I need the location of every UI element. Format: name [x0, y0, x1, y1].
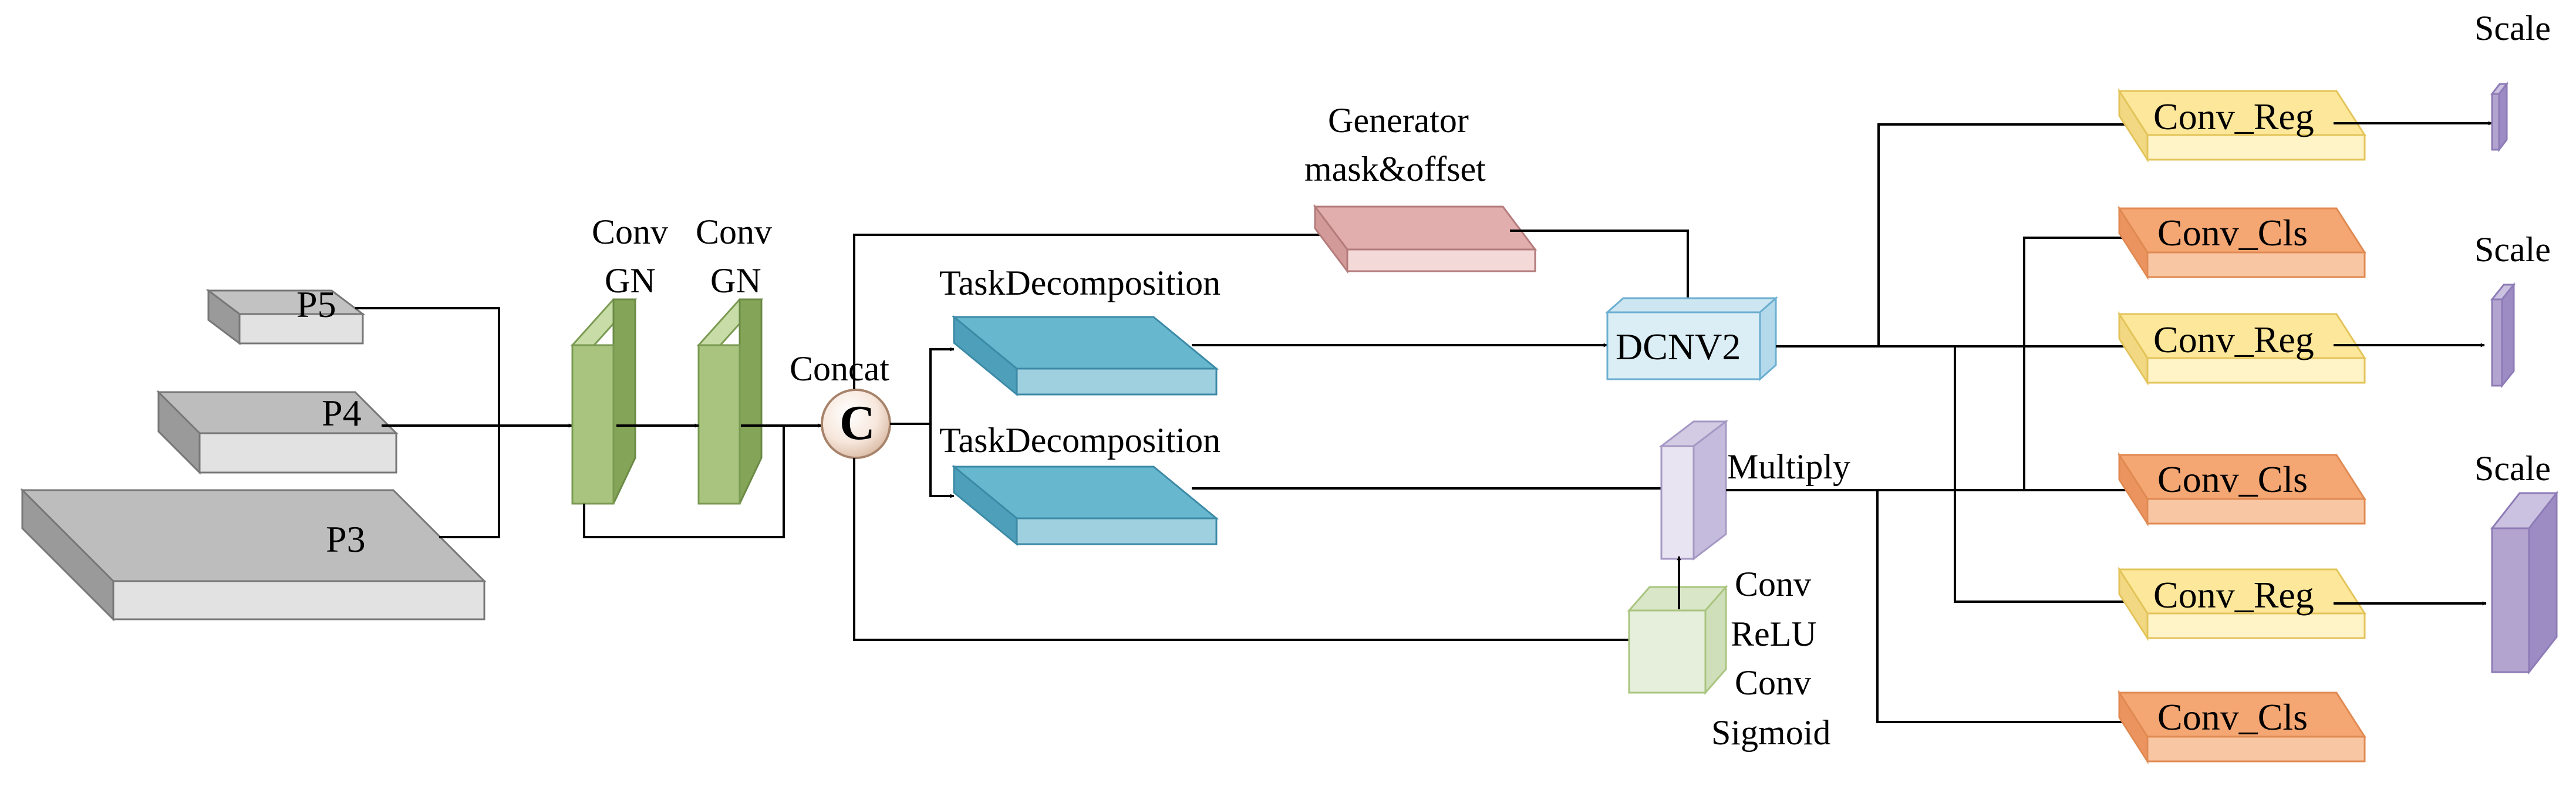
conv-reg-3-label: Conv_Reg	[2153, 574, 2314, 616]
concat-symbol: C	[839, 396, 875, 450]
conv-cls-3-label: Conv_Cls	[2157, 696, 2308, 738]
conv-gn-1-line1: Conv	[592, 212, 668, 251]
concat-node: Concat C	[790, 349, 891, 459]
conv-gn-1-line2: GN	[605, 261, 656, 300]
attention-line4: Sigmoid	[1711, 713, 1830, 752]
multiply-branch-edges	[1726, 235, 2136, 724]
conv-gn-2-line2: GN	[710, 261, 761, 300]
generator-line1: Generator	[1328, 101, 1469, 140]
input-merge-edges	[355, 307, 573, 538]
conv-cls-3: Conv_Cls	[2118, 689, 2366, 765]
generator-block: Generator mask&offset	[1304, 101, 1537, 274]
attention-line1: Conv	[1735, 565, 1811, 603]
scale-1-label: Scale	[2474, 9, 2551, 48]
scale-edges	[2334, 121, 2493, 606]
conv-gn-edges	[583, 423, 822, 538]
multiply-label: Multiply	[1727, 447, 1850, 486]
conv-cls-2: Conv_Cls	[2118, 451, 2366, 527]
conv-reg-1: Conv_Reg	[2118, 87, 2366, 163]
conv-reg-2: Conv_Reg	[2118, 311, 2366, 386]
attention-block: Conv ReLU Conv Sigmoid	[1627, 565, 1830, 752]
conv-cls-1: Conv_Cls	[2118, 205, 2366, 281]
generator-line2: mask&offset	[1304, 150, 1486, 188]
task-decomposition-edges	[1192, 343, 1667, 491]
scale-2: Scale	[2474, 230, 2551, 389]
conv-gn-block-1: Conv GN	[570, 212, 668, 505]
attention-line3: Conv	[1735, 663, 1811, 702]
p4-label: P4	[322, 392, 362, 434]
p5-label: P5	[296, 284, 336, 325]
task-decomposition-1-label: TaskDecomposition	[939, 264, 1220, 302]
scale-3-label: Scale	[2474, 449, 2551, 488]
scale-3: Scale	[2474, 449, 2559, 675]
generator-edges	[1510, 230, 1690, 311]
conv-reg-3: Conv_Reg	[2118, 566, 2366, 642]
task-decomposition-2-label: TaskDecomposition	[939, 421, 1220, 460]
task-decomposition-2: TaskDecomposition	[939, 421, 1220, 547]
concat-label: Concat	[790, 349, 889, 388]
p3-label: P3	[326, 518, 366, 560]
conv-gn-block-2: Conv GN	[696, 212, 772, 505]
scale-2-label: Scale	[2474, 230, 2551, 269]
conv-reg-1-label: Conv_Reg	[2153, 96, 2314, 137]
input-p4: P4	[156, 390, 399, 475]
input-p3: P3	[20, 488, 487, 622]
dcnv2-branch-edges	[1776, 122, 2136, 604]
dcnv2-label: DCNV2	[1616, 326, 1741, 367]
attention-line2: ReLU	[1731, 615, 1817, 653]
conv-gn-2-line1: Conv	[696, 212, 772, 251]
conv-reg-2-label: Conv_Reg	[2153, 319, 2314, 360]
conv-cls-2-label: Conv_Cls	[2157, 458, 2308, 500]
task-decomposition-1: TaskDecomposition	[939, 264, 1220, 397]
multiply-block: Multiply	[1658, 419, 1850, 561]
scale-1: Scale	[2474, 9, 2551, 153]
conv-cls-1-label: Conv_Cls	[2157, 212, 2308, 254]
concat-edges	[853, 232, 1633, 642]
input-p5: P5	[205, 284, 366, 346]
dcnv2-block: DCNV2	[1605, 296, 1778, 382]
